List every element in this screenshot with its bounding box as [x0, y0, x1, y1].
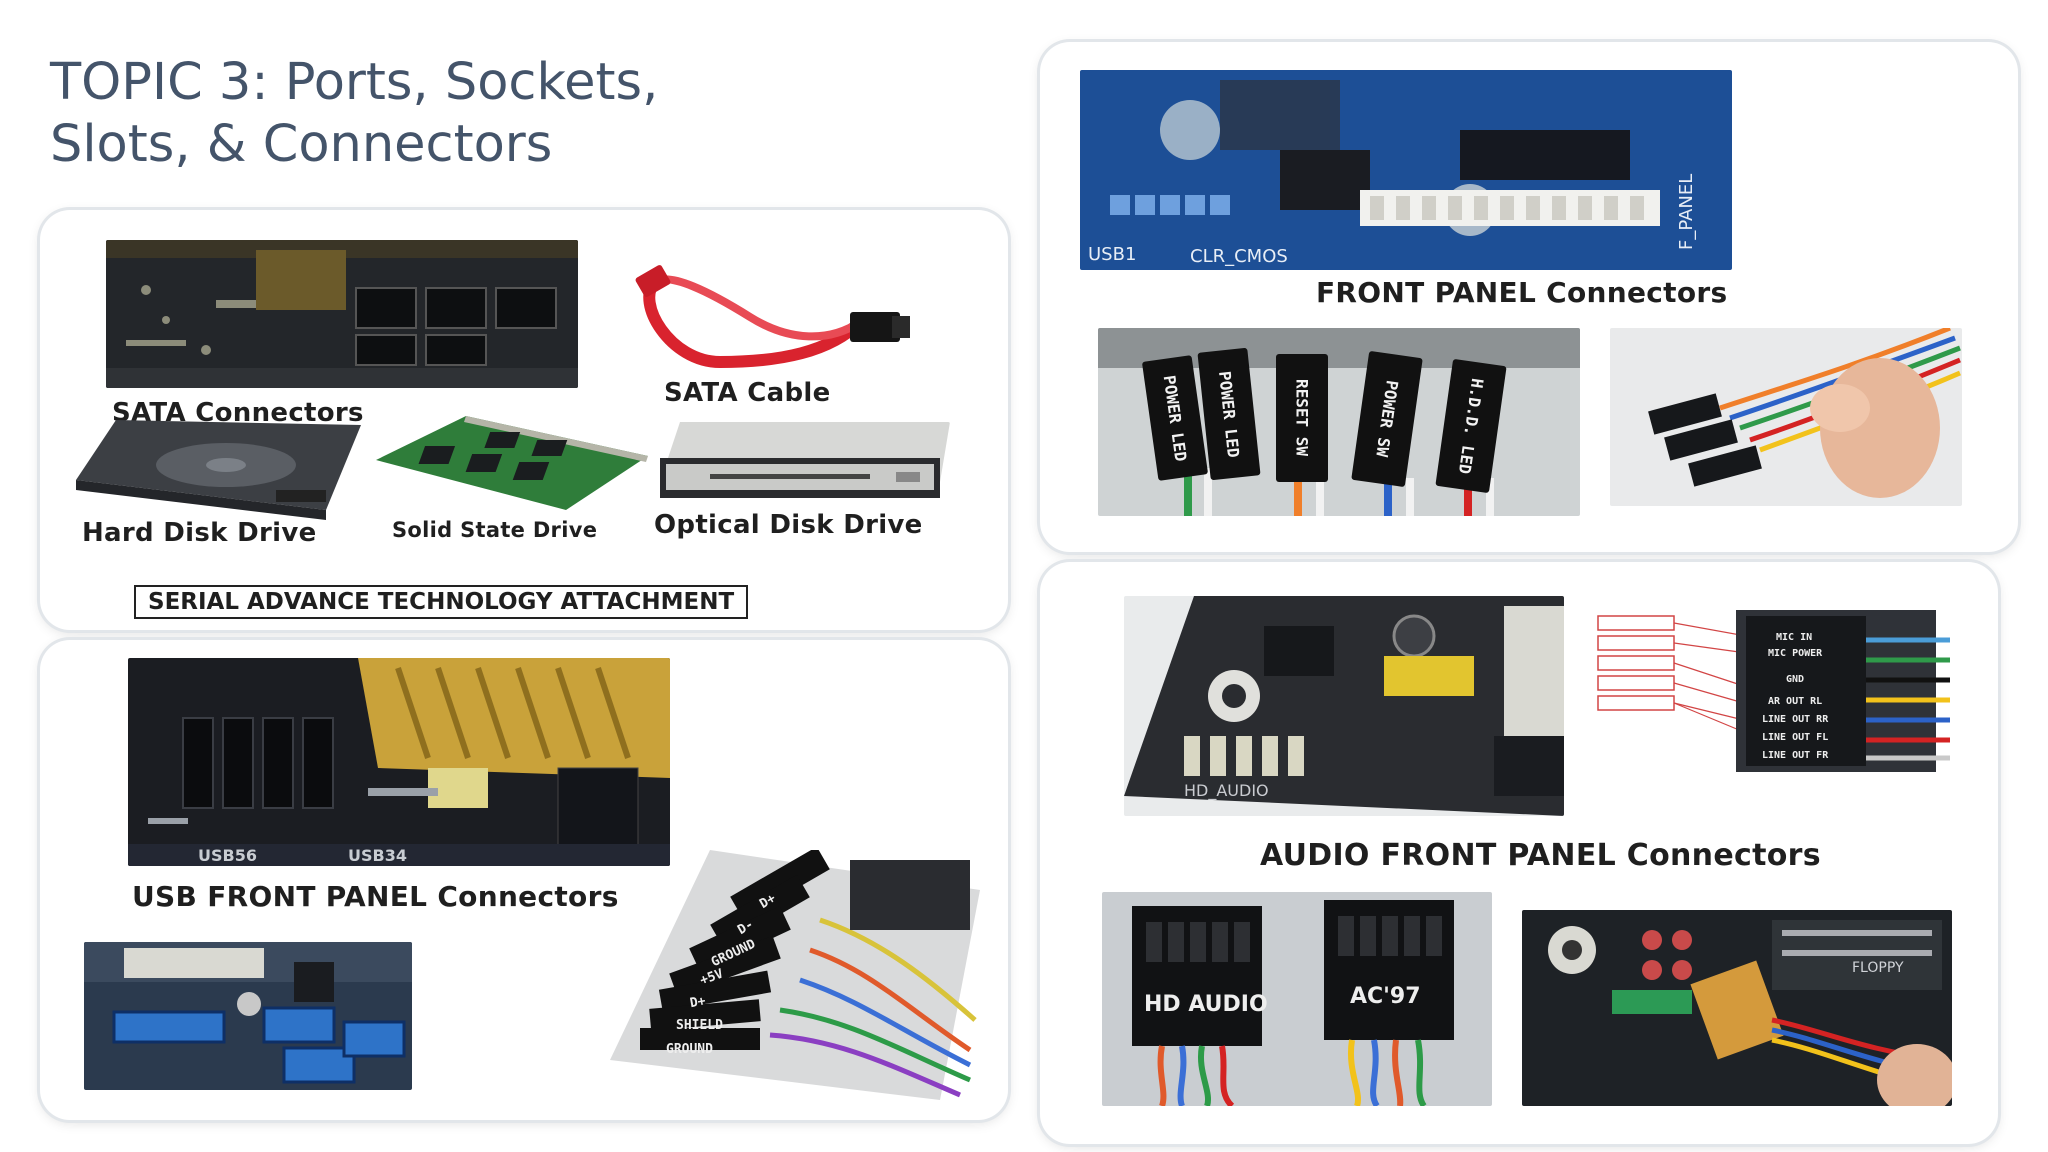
front-panel-plugs-photo: POWER LED POWER LED RESET SW POWER SW H.…: [1098, 328, 1580, 516]
audio-panel: HD_AUDIO: [1040, 562, 1998, 1144]
solid-state-drive-photo: [376, 416, 648, 510]
front-panel-caption: FRONT PANEL Connectors: [1316, 276, 1728, 309]
pin-label-line-out-fl: LINE OUT FL: [1762, 732, 1829, 743]
usb-wire-label-5: D+: [688, 993, 707, 1012]
plug-ac97-label: AC'97: [1350, 984, 1421, 1009]
svg-text:HD_AUDIO: HD_AUDIO: [1184, 781, 1269, 801]
svg-text:FLOPPY: FLOPPY: [1852, 960, 1904, 976]
plug-reset-sw: RESET SW: [1276, 354, 1328, 482]
usb-wire-label-6: SHIELD: [676, 1018, 723, 1033]
slide-title-line-1: TOPIC 3: Ports, Sockets,: [50, 53, 659, 112]
svg-text:USB56: USB56: [198, 846, 257, 865]
audio-pinout-photo: MIC IN MIC POWER GND AR OUT RL LINE OUT …: [1596, 610, 1950, 772]
pin-label-gnd: GND: [1786, 674, 1805, 685]
sata-panel: SATA Connectors SATA Cable Hard Disk Dri…: [40, 210, 1008, 630]
usb-header-photo: USB56 USB34: [128, 658, 670, 866]
plug-hd-audio-label: HD AUDIO: [1144, 992, 1268, 1017]
optical-disk-drive-caption: Optical Disk Drive: [654, 510, 923, 540]
sata-cable-caption: SATA Cable: [664, 378, 831, 408]
svg-text:USB1: USB1: [1088, 244, 1136, 265]
pin-label-line-out-rr: LINE OUT RR: [1762, 714, 1829, 725]
front-panel-hand-photo: [1610, 328, 1962, 506]
audio-board-photo: FLOPPY: [1522, 910, 1952, 1106]
pin-label-line-out-fr: LINE OUT FR: [1762, 750, 1829, 761]
sata-cable-photo: [630, 262, 920, 382]
usb-wire-photo: D+ D- GROUND +5V D+ SHIELD GROUND: [610, 850, 980, 1100]
usb-board-photo: [84, 942, 412, 1090]
svg-text:CLR_CMOS: CLR_CMOS: [1190, 246, 1288, 267]
sata-acronym-caption: SERIAL ADVANCE TECHNOLOGY ATTACHMENT: [134, 585, 749, 619]
sata-connectors-photo: [106, 240, 578, 388]
pin-label-mic-power: MIC POWER: [1768, 648, 1823, 659]
hard-disk-drive-caption: Hard Disk Drive: [82, 518, 317, 548]
svg-text:F_PANEL: F_PANEL: [1676, 174, 1697, 250]
pin-label-mic-in: MIC IN: [1776, 632, 1813, 643]
optical-disk-drive-photo: [660, 422, 950, 508]
usb-wire-label-7: GROUND: [666, 1042, 713, 1057]
front-panel-connectors-panel: USB1 CLR_CMOS F_PANEL FRONT PANEL Connec…: [1040, 42, 2018, 552]
audio-plugs-photo: HD AUDIO AC'97: [1102, 892, 1492, 1106]
slide-title-line-2: Slots, & Connectors: [50, 115, 553, 174]
solid-state-drive-caption: Solid State Drive: [392, 518, 598, 542]
usb-front-panel-caption: USB FRONT PANEL Connectors: [132, 880, 619, 913]
hd-audio-header-photo: HD_AUDIO: [1124, 596, 1564, 816]
front-panel-board-photo: USB1 CLR_CMOS F_PANEL: [1080, 70, 1732, 270]
usb-panel: USB56 USB34 USB FRONT PANEL Connectors: [40, 640, 1008, 1120]
svg-text:USB34: USB34: [348, 846, 407, 865]
pin-label-ar-out: AR OUT RL: [1768, 696, 1823, 707]
audio-front-panel-caption: AUDIO FRONT PANEL Connectors: [1260, 838, 1821, 873]
hard-disk-drive-photo: [76, 420, 366, 520]
slide-title: TOPIC 3: Ports, Sockets, Slots, & Connec…: [50, 52, 690, 176]
